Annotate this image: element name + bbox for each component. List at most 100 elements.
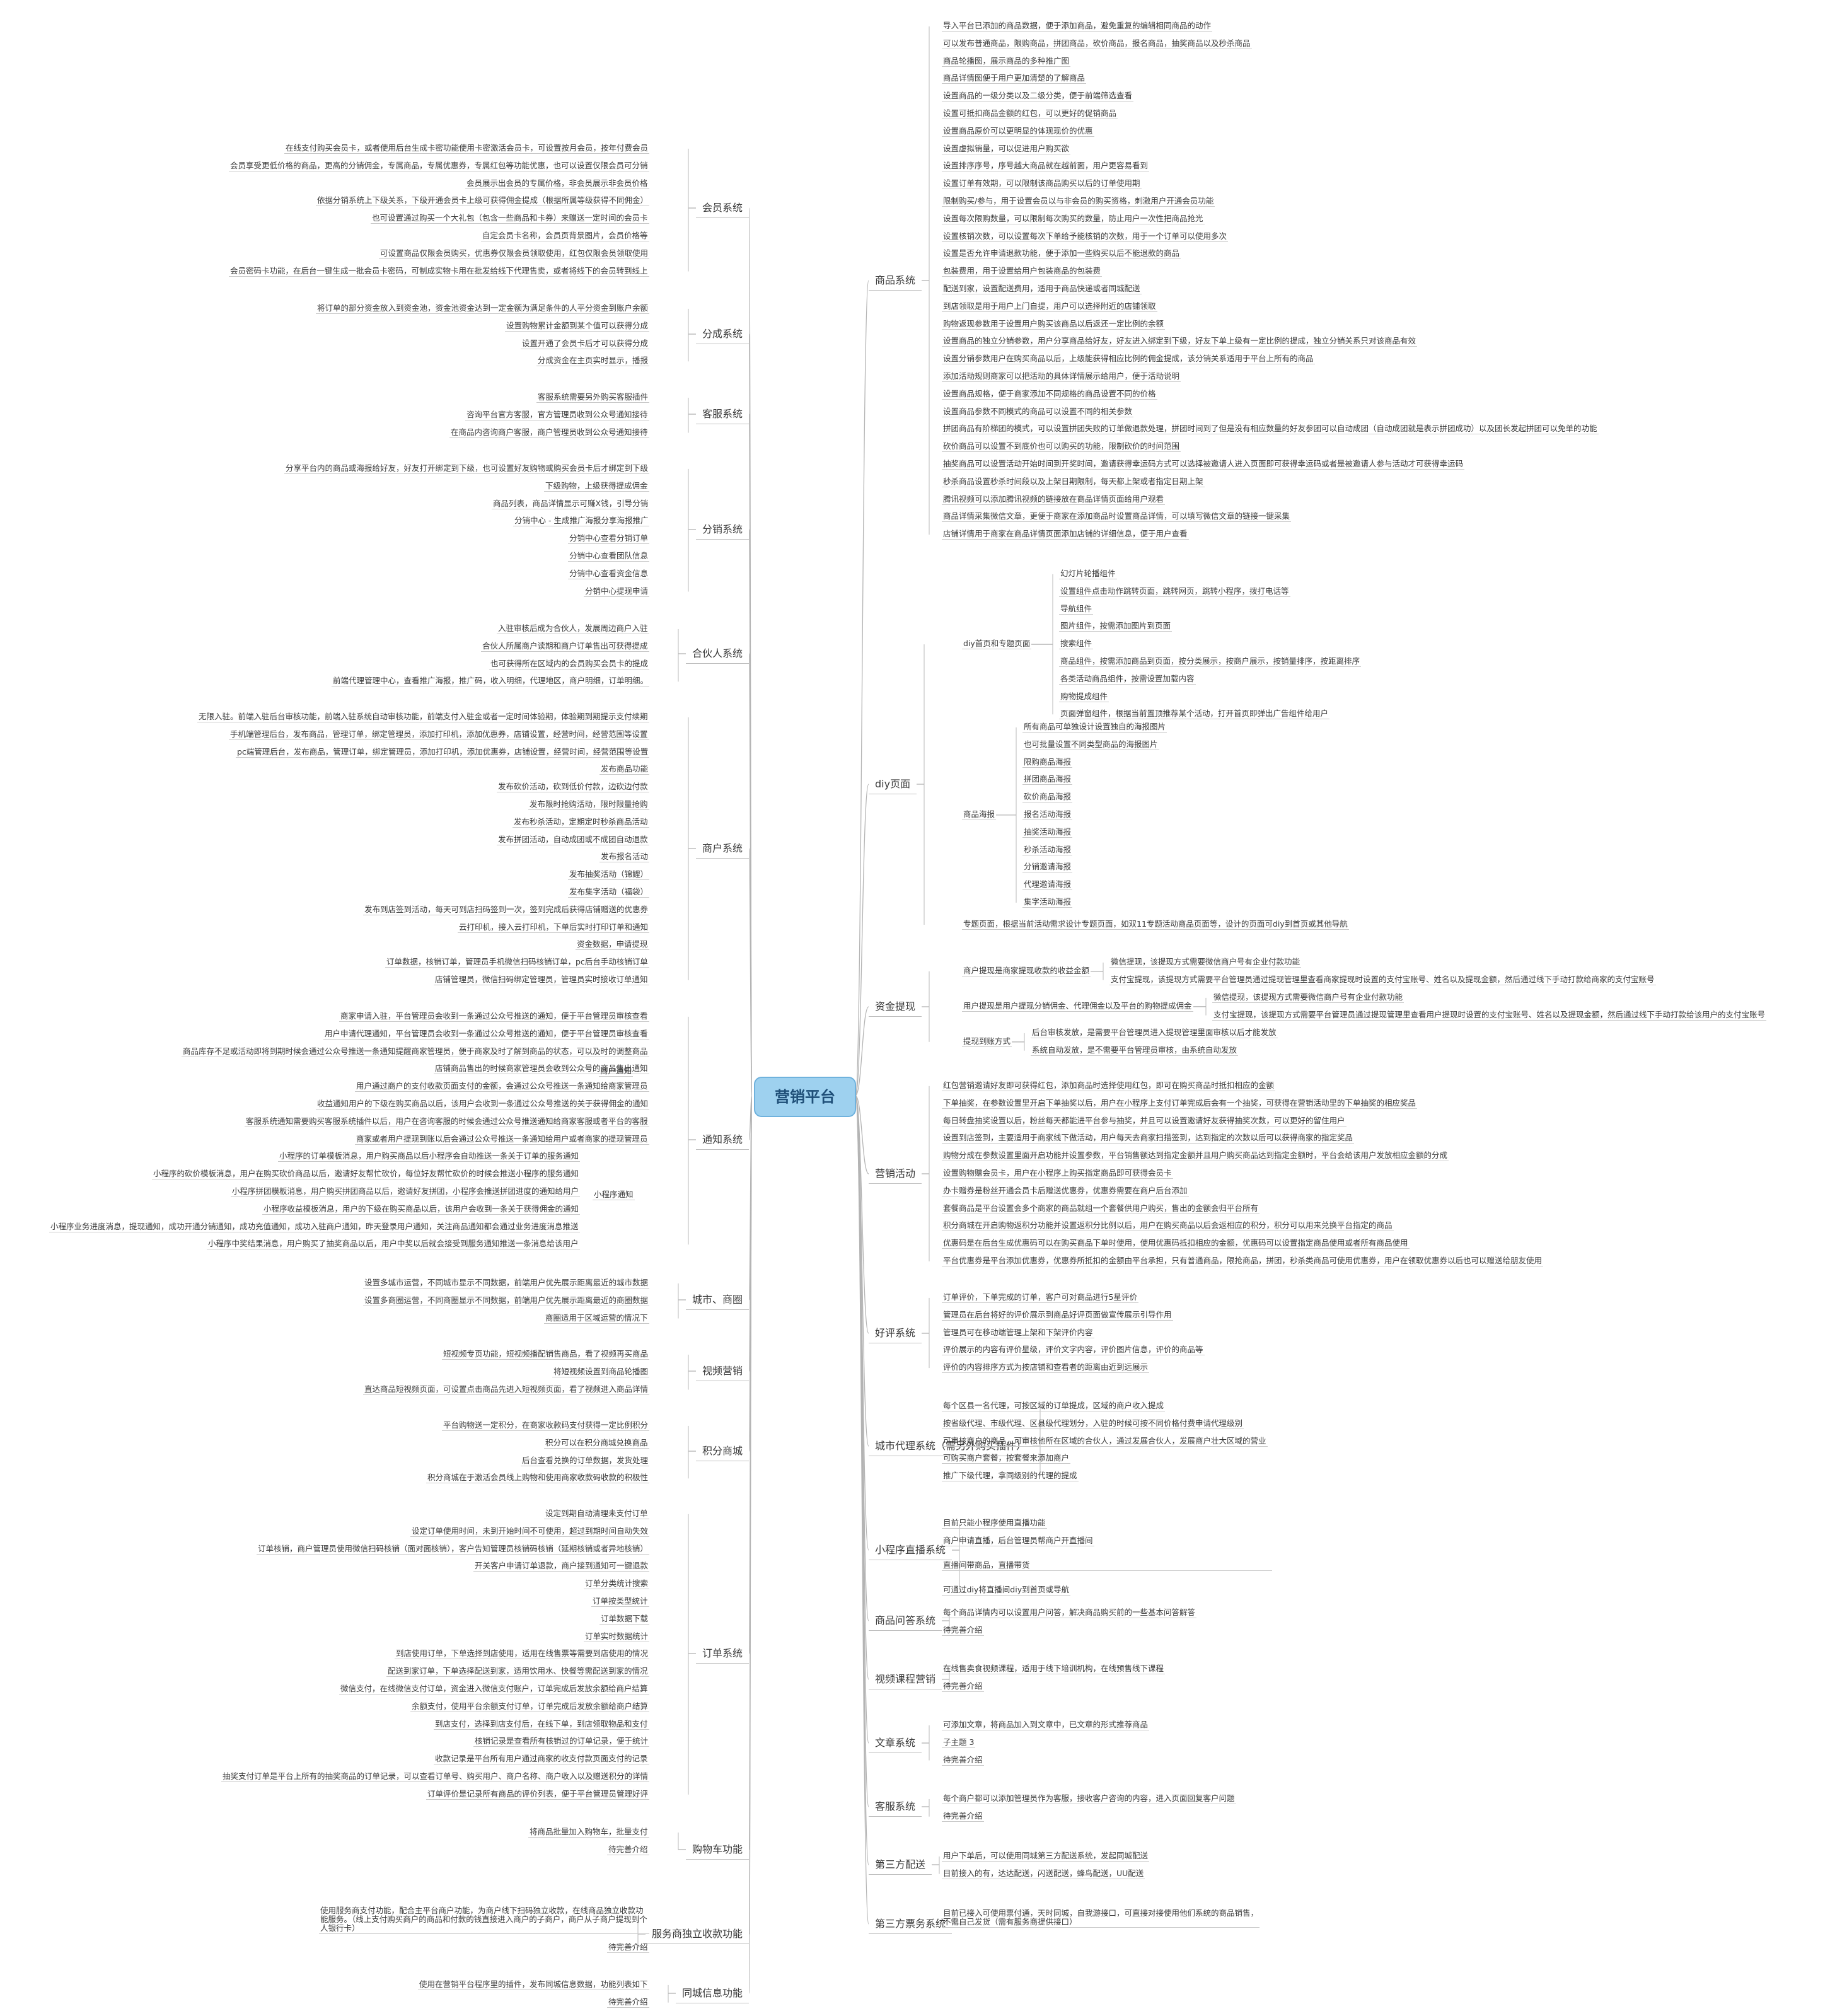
leaf-item: 后台审核发放，是需要平台管理员进入提现管理里面审核以后才能发放	[1031, 1027, 1278, 1038]
branch-node[interactable]: 客服系统	[869, 1797, 922, 1817]
leaf-item: 在线支付购买会员卡，或者使用后台生成卡密功能使用卡密激活会员卡，可设置按月会员，…	[284, 142, 650, 154]
branch-node[interactable]: 小程序直播系统	[869, 1541, 953, 1560]
sub-branch-label[interactable]: diy首页和专题页面	[962, 639, 1032, 650]
leaf-item: 待完善介绍	[607, 1844, 649, 1855]
leaf-item: 分销中心查看团队信息	[568, 550, 650, 562]
leaf-item: 设置是否允许申请退款功能，便于添加一些购买以后不能退款的商品	[942, 248, 1181, 260]
leaf-item: 管理员可在移动端管理上架和下架评价内容	[942, 1327, 1094, 1338]
sub-branch-label[interactable]: 专题页面，根据当前活动需求设计专题页面，如双11专题活动商品页面等，设计的页面可…	[962, 919, 1349, 930]
leaf-item: 发布砍价活动，砍到低价付款，边砍边付款	[497, 782, 649, 793]
branch-node[interactable]: 分成系统	[696, 325, 750, 344]
leaf-item: 可审核商户的商品，可审核他所在区域的合伙人，通过发展合伙人，发展商户壮大区域的营…	[942, 1435, 1268, 1447]
sub-branch-label[interactable]: 商户提现是商家提现收款的收益金额	[962, 965, 1091, 976]
branch-node[interactable]: 订单系统	[696, 1644, 750, 1664]
sub-branch-label[interactable]: 提现到账方式	[962, 1036, 1012, 1047]
leaf-item: 发布秒杀活动，定期定时秒杀商品活动	[513, 816, 649, 828]
leaf-item: 小程序业务进度消息，提现通知，成功开通分销通知，成功充值通知，成功入驻商户通知，…	[49, 1221, 580, 1232]
branch-node[interactable]: 资金提现	[869, 997, 922, 1017]
leaf-item: 会员展示出会员的专属价格，非会员展示非会员价格	[465, 178, 649, 189]
leaf-item: 可以发布普通商品，限购商品，拼团商品，砍价商品，报名商品，抽奖商品以及秒杀商品	[942, 38, 1252, 49]
leaf-item: 每日转盘抽奖设置以后，粉丝每天都能进平台参与抽奖，并且可以设置邀请好友获得抽奖次…	[942, 1115, 1346, 1127]
leaf-item: 使用在营销平台程序里的插件，发布同城信息数据，功能列表如下	[418, 1979, 649, 1990]
branch-node[interactable]: 商品问答系统	[869, 1611, 942, 1631]
leaf-item: 收益通知用户的下级在购买商品以后，该用户会收到一条通过公众号推送的关于获得佣金的…	[316, 1098, 650, 1109]
leaf-item: 限购商品海报	[1022, 756, 1073, 768]
connector-line	[855, 1095, 869, 1174]
leaf-item: 小程序中奖结果消息，用户购买了抽奖商品以后，用户中奖以后就会接受到服务通知推送一…	[207, 1239, 580, 1250]
leaf-item: 商品列表，商品详情显示可赚X钱，引导分销	[492, 498, 650, 509]
branch-node[interactable]: 第三方配送	[869, 1855, 932, 1875]
branch-node[interactable]: 积分商城	[696, 1442, 750, 1461]
leaf-item: 秒杀商品设置秒杀时间段以及上架日期限制，每天都上架或者指定日期上架	[942, 476, 1205, 487]
leaf-item: 入驻审核后成为合伙人，发展周边商户入驻	[497, 623, 649, 634]
leaf-item: 短视频专页功能，短视频播配销售商品，看了视频再买商品	[442, 1348, 650, 1360]
leaf-item: 设置到店签到，主要适用于商家线下做活动，用户每天去商家扫描签到，达到指定的次数以…	[942, 1133, 1355, 1144]
branch-node[interactable]: 商户系统	[696, 839, 750, 859]
leaf-item: 设置商品的一级分类以及二级分类，便于前端筛选查看	[942, 91, 1134, 102]
leaf-item: 订单核销，商户管理员使用微信扫码核销（面对面核销），客户告知管理员核销码核销（延…	[257, 1543, 649, 1555]
branch-node[interactable]: 视频营销	[696, 1362, 750, 1381]
branch-node[interactable]: 视频课程营销	[869, 1670, 942, 1689]
branch-node[interactable]: 购物车功能	[686, 1840, 750, 1860]
leaf-item: 客服系统需要另外购买客服插件	[536, 391, 650, 403]
leaf-item: 微信支付，在线微信支付订单，资金进入微信支付账户，订单完成后发放余额给商户结算	[339, 1683, 649, 1694]
leaf-item: 后台查看兑换的订单数据，发货处理	[521, 1455, 650, 1466]
leaf-item: 待完善介绍	[942, 1625, 984, 1636]
leaf-item: 积分商城在于激活会员线上购物和使用商家收款码收款的积极性	[426, 1473, 650, 1484]
leaf-item: 添加活动规则商家可以把活动的具体详情展示给用户，便于活动说明	[942, 371, 1181, 382]
branch-node[interactable]: 第三方票务系统	[869, 1915, 953, 1934]
branch-node[interactable]: diy页面	[869, 775, 917, 794]
leaf-item: 分销中心 - 生成推广海报分享海报推广	[513, 516, 650, 527]
branch-node[interactable]: 文章系统	[869, 1734, 922, 1753]
leaf-item: 在商品内咨询商户客服，商户管理员收到公众号通知接待	[449, 427, 649, 438]
leaf-item: 设置排序序号，序号越大商品就在越前面，用户更容易看到	[942, 161, 1150, 172]
branch-node[interactable]: 合伙人系统	[686, 644, 750, 664]
branch-node[interactable]: 服务商独立收款功能	[646, 1925, 750, 1944]
leaf-item: 发布报名活动	[599, 852, 650, 863]
leaf-item: 积分可以在积分商城兑换商品	[544, 1437, 649, 1449]
leaf-item: 自定会员卡名称，会员页背景图片，会员价格等	[481, 230, 649, 241]
leaf-item: 商家或者用户提现到账以后会通过公众号推送一条通知给用户或者商家的提现管理员	[355, 1133, 649, 1145]
leaf-item: 各类活动商品组件，按需设置加载内容	[1059, 673, 1196, 685]
branch-node[interactable]: 商品系统	[869, 271, 922, 291]
leaf-item: 图片组件，按需添加图片到页面	[1059, 621, 1173, 632]
leaf-item: 拼团商品海报	[1022, 774, 1073, 785]
leaf-item: 订单分类统计搜索	[584, 1579, 650, 1590]
leaf-item: 余额支付，使用平台余额支付订单，订单完成后发放余额给商户结算	[410, 1701, 650, 1712]
root-node[interactable]: 营销平台	[754, 1077, 856, 1117]
leaf-item: 商家申请入驻，平台管理员会收到一条通过公众号推送的通知，便于平台管理员审核查看	[339, 1011, 649, 1022]
leaf-item: 秒杀活动海报	[1022, 844, 1073, 855]
leaf-item: 按省级代理、市级代理、区县级代理划分，入驻的时候可按不同价格付费申请代理级别	[942, 1418, 1244, 1429]
branch-node[interactable]: 会员系统	[696, 199, 750, 218]
leaf-item: 设置购物赠会员卡，用户在小程序上购买指定商品即可获得会员卡	[942, 1167, 1173, 1179]
leaf-item: 设置商品原价可以更明显的体现现价的优惠	[942, 125, 1094, 137]
leaf-item: 可添加文章，将商品加入到文章中，已文章的形式推荐商品	[942, 1719, 1150, 1730]
leaf-item: 小程序的砍价模板消息，用户在购买砍价商品以后，邀请好友帮忙砍价，每位好友帮忙砍价…	[152, 1169, 581, 1180]
branch-node[interactable]: 客服系统	[696, 405, 750, 424]
sub-branch-label[interactable]: 用户提现是用户提现分销佣金、代理佣金以及平台的购物提成佣金	[962, 1000, 1193, 1012]
leaf-item: 导入平台已添加的商品数据，便于添加商品，避免重复的编辑相同商品的动作	[942, 20, 1213, 32]
sub-branch-label[interactable]: 商品海报	[962, 809, 997, 820]
branch-node[interactable]: 分销系统	[696, 520, 750, 540]
branch-node[interactable]: 营销活动	[869, 1164, 922, 1184]
leaf-item: 使用服务商支付功能，配合主平台商户功能，为商户线下扫码独立收款，在线商品独立收款…	[319, 1906, 649, 1934]
leaf-item: 依据分销系统上下级关系，下级开通会员卡上级可获得佣金提成（根据所属等级获得不同佣…	[316, 195, 650, 207]
leaf-item: 商圈适用于区域运营的情况下	[544, 1312, 649, 1324]
leaf-item: 用户通过商户的支付收款页面支付的金额，会通过公众号推送一条通知给商家管理员	[355, 1081, 649, 1092]
branch-node[interactable]: 城市、商圈	[686, 1290, 750, 1310]
leaf-item: 订单数据，核销订单，管理员手机微信扫码核销订单，pc后台手动核销订单	[385, 957, 649, 968]
leaf-item: 设置商品规格，便于商家添加不同规格的商品设置不同的价格	[942, 388, 1157, 400]
leaf-item: 也可设置通过购买一个大礼包（包含一些商品和卡券）来赠送一定时间的会员卡	[371, 213, 649, 224]
leaf-item: 直播间带商品，直播带货	[942, 1560, 1272, 1571]
branch-node[interactable]: 好评系统	[869, 1324, 922, 1343]
leaf-item: 订单数据下载	[599, 1613, 650, 1625]
leaf-item: 设置组件点击动作跳转页面，跳转网页，跳转小程序，拨打电话等	[1059, 586, 1290, 597]
leaf-item: 购物提成组件	[1059, 691, 1109, 702]
branch-node[interactable]: 同城信息功能	[676, 1984, 750, 2003]
notify-group-label: 商户通知	[599, 1066, 634, 1077]
leaf-item: 收款记录是平台所有用户通过商家的收支付款页面支付的记录	[434, 1754, 649, 1765]
branch-node[interactable]: 通知系统	[696, 1130, 750, 1150]
leaf-item: 发布限时抢购活动，限时限量抢购	[528, 799, 649, 810]
leaf-item: 分销中心查看资金信息	[568, 568, 650, 579]
